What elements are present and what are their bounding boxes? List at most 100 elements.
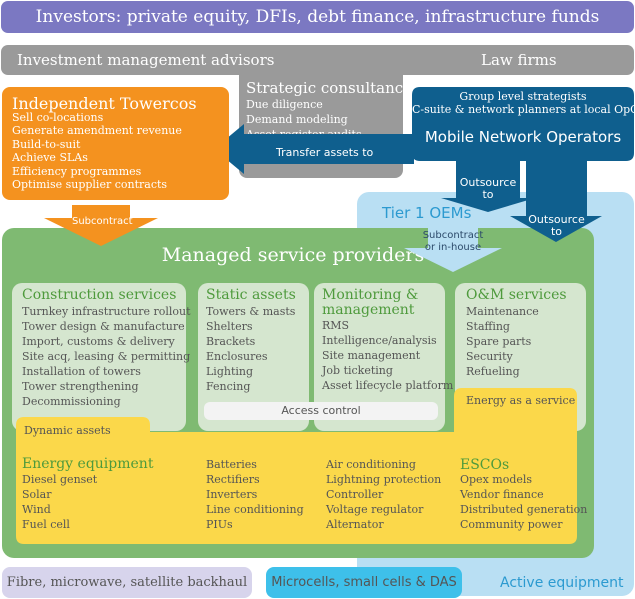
access-control-pill	[204, 402, 438, 420]
list-item: Line conditioning	[206, 503, 304, 516]
backhaul-box	[2, 567, 252, 598]
list-item: Decommissioning	[22, 395, 121, 408]
list-item: RMS	[322, 319, 350, 332]
list-item: Distributed generation	[460, 503, 588, 516]
list-item: Wind	[22, 503, 51, 516]
towercos-title: Independent Towercos	[12, 94, 197, 113]
list-item: Diesel genset	[22, 473, 98, 486]
investors-label: Investors: private equity, DFIs, debt fi…	[35, 7, 600, 27]
outsource-arrow-2	[510, 196, 602, 242]
towercos-box	[2, 87, 229, 200]
list-item: Lightning protection	[326, 473, 442, 486]
list-item: Due diligence	[246, 98, 323, 111]
transfer-assets-label: Transfer assets to	[276, 146, 374, 159]
list-item: Demand modeling	[246, 113, 348, 126]
list-item: Tower design & manufacture	[22, 320, 185, 333]
list-item: Refueling	[466, 365, 520, 378]
subcontract-inhouse-arrow	[404, 226, 502, 272]
construction-title: Construction services	[22, 287, 177, 303]
dynamic-assets-label: Dynamic assets	[24, 424, 111, 437]
outsource-arrow-1	[441, 178, 535, 212]
list-item: Batteries	[206, 458, 257, 471]
om-title: O&M services	[466, 287, 567, 303]
microcells-box	[266, 567, 462, 598]
energy-col1: Diesel genset Solar Wind Fuel cell	[22, 472, 97, 532]
subcontract-inhouse-label-2: or in-house	[424, 242, 482, 253]
mno-strategists: Group level strategists	[459, 90, 587, 103]
list-item: Turnkey infrastructure rollout	[22, 305, 191, 318]
towercos-list: Sell co-locations Generate amendment rev…	[12, 111, 182, 191]
list-item: Spare parts	[466, 335, 532, 348]
list-item: PIUs	[206, 518, 233, 531]
mno-box	[412, 87, 634, 198]
list-item: Asset lifecycle platform	[322, 379, 454, 392]
advisors-label: Investment management advisors	[17, 51, 275, 69]
om-list: Maintenance Staffing Spare parts Securit…	[466, 304, 539, 379]
list-item: Optimise supplier contracts	[12, 178, 168, 192]
mno-planners: C-suite & network planners at local OpCo…	[412, 103, 635, 116]
list-item: Fuel cell	[22, 518, 70, 531]
energy-service-label: Energy as a service	[466, 394, 576, 407]
outsource-to-1: to	[482, 188, 494, 201]
list-item: Site management	[322, 349, 421, 362]
energy-col3: Air conditioning Lightning protection Co…	[326, 457, 441, 532]
list-item: Security	[466, 350, 513, 363]
list-item: Site acq, leasing & permitting	[22, 350, 191, 363]
monitoring-list: RMS Intelligence/analysis Site managemen…	[322, 318, 453, 393]
energy-equipment-title: Energy equipment	[22, 456, 154, 472]
list-item: Intelligence/analysis	[322, 334, 437, 347]
investors-banner	[1, 1, 634, 33]
list-item: Staffing	[466, 320, 510, 333]
list-item: Rectifiers	[206, 473, 260, 486]
list-item: Controller	[326, 488, 384, 501]
list-item: Efficiency programmes	[12, 164, 142, 178]
transfer-arrow	[214, 124, 414, 174]
list-item: Brackets	[206, 335, 256, 348]
list-item: Job ticketing	[322, 364, 393, 377]
list-item: Air conditioning	[326, 458, 416, 471]
list-item: Vendor finance	[460, 488, 544, 501]
list-item: Voltage regulator	[326, 503, 424, 516]
list-item: Tower strengthening	[22, 380, 139, 393]
list-item: Towers & masts	[206, 305, 296, 318]
list-item: Community power	[460, 518, 563, 531]
list-item: Enclosures	[206, 350, 268, 363]
list-item: Inverters	[206, 488, 258, 501]
list-item: Sell co-locations	[12, 111, 104, 124]
list-item: Fencing	[206, 380, 251, 393]
subcontract-arrow	[44, 205, 158, 246]
mno-title: Mobile Network Operators	[424, 128, 622, 146]
outsource-label-1: Outsource	[459, 176, 517, 189]
access-control-label: Access control	[281, 404, 361, 417]
list-item: Solar	[22, 488, 52, 501]
list-item: Build-to-suit	[12, 137, 81, 151]
list-item: Maintenance	[466, 305, 539, 318]
monitoring-title: Monitoring &	[322, 287, 419, 303]
tier1-oems-label: Tier 1 OEMs	[382, 204, 472, 222]
construction-list: Turnkey infrastructure rollout Tower des…	[22, 304, 191, 409]
list-item: Import, customs & delivery	[22, 335, 175, 348]
subcontract-label: Subcontract	[72, 216, 133, 227]
backhaul-label: Fibre, microwave, satellite backhaul	[6, 575, 248, 590]
static-assets-title: Static assets	[206, 287, 296, 303]
list-item: Generate amendment revenue	[12, 124, 182, 138]
energy-col2: Batteries Rectifiers Inverters Line cond…	[206, 457, 304, 532]
law-firms-label: Law firms	[481, 51, 557, 69]
static-assets-list: Towers & masts Shelters Brackets Enclosu…	[206, 304, 295, 394]
subcontract-inhouse-label: Subcontract	[422, 230, 484, 241]
list-item: Achieve SLAs	[12, 151, 88, 165]
list-item: Alternator	[326, 518, 384, 531]
construction-card	[12, 283, 186, 431]
escos-title: ESCOs	[460, 457, 510, 473]
microcells-label: Microcells, small cells & DAS	[271, 575, 457, 590]
outsource-label-2: Outsource	[528, 213, 585, 226]
list-item: Opex models	[460, 473, 533, 486]
list-item: Shelters	[206, 320, 253, 333]
advisors-bar	[1, 45, 634, 75]
msp-title: Managed service providers	[161, 244, 425, 266]
strategic-consultancy-title: Strategic consultancy	[246, 79, 412, 97]
list-item: Installation of towers	[22, 365, 141, 378]
active-equipment-label: Active equipment	[500, 575, 624, 591]
